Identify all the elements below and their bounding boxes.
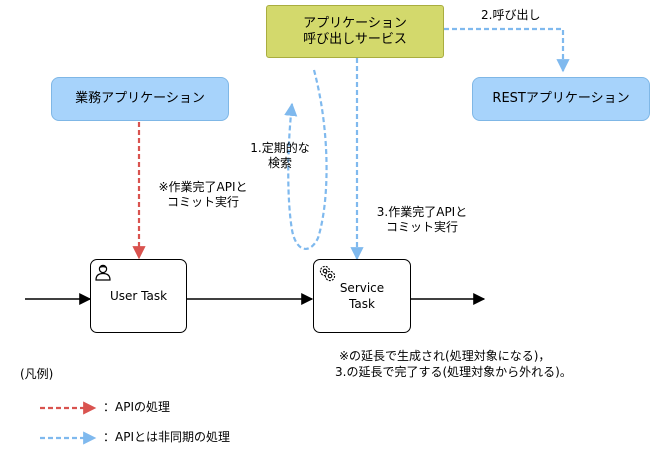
rest-app-box[interactable]: RESTアプリケーション <box>472 77 650 121</box>
legend-async-processing: ：APIとは非同期の処理 <box>103 430 230 444</box>
arrow-call-service-to-rest-app <box>444 27 570 73</box>
call-out-label: 2.呼び出し <box>481 8 541 22</box>
periodic-search-label-line2: 検索 <box>267 156 292 170</box>
app-call-service-box[interactable]: アプリケーション 呼び出しサービス <box>266 5 444 58</box>
rest-app-label: RESTアプリケーション <box>492 91 630 106</box>
periodic-search-label: 1.定期的な 検索 <box>240 141 320 171</box>
complete-api-commit-3-label-line2: コミット実行 <box>385 220 458 234</box>
arrow-periodic-search-loop <box>284 69 328 250</box>
complete-api-commit-label-line1: ※作業完了APIと <box>158 180 248 194</box>
user-task-box[interactable]: User Task <box>90 259 187 333</box>
periodic-search-label-line1: 1.定期的な <box>250 141 310 155</box>
user-task-label: User Task <box>109 289 168 303</box>
user-icon <box>95 264 111 281</box>
app-call-service-label-line1: アプリケーション <box>303 15 407 31</box>
business-app-label: 業務アプリケーション <box>75 91 205 106</box>
service-task-label-line1: Service <box>339 281 385 295</box>
legend-title: (凡例) <box>20 367 54 381</box>
business-app-box[interactable]: 業務アプリケーション <box>51 77 229 121</box>
complete-api-commit-label-line2: コミット実行 <box>166 195 239 209</box>
gear-icon <box>319 265 336 282</box>
note-text-line1: ※の延長で生成され(処理対象になる)， <box>339 349 551 363</box>
service-task-label-line2: Task <box>349 297 375 311</box>
app-call-service-label-line2: 呼び出しサービス <box>303 31 407 47</box>
complete-api-commit-label: ※作業完了APIと コミット実行 <box>143 180 263 210</box>
legend-api-processing: ：APIの処理 <box>103 400 170 414</box>
complete-api-commit-3-label: 3.作業完了APIと コミット実行 <box>362 205 482 235</box>
note-text-line2: 3.の延長で完了する(処理対象から外れる)。 <box>335 365 572 379</box>
complete-api-commit-3-label-line1: 3.作業完了APIと <box>376 205 468 219</box>
service-task-box[interactable]: Service Task <box>313 259 411 333</box>
note-text: ※の延長で生成され(処理対象になる)， 3.の延長で完了する(処理対象から外れる… <box>335 348 572 380</box>
